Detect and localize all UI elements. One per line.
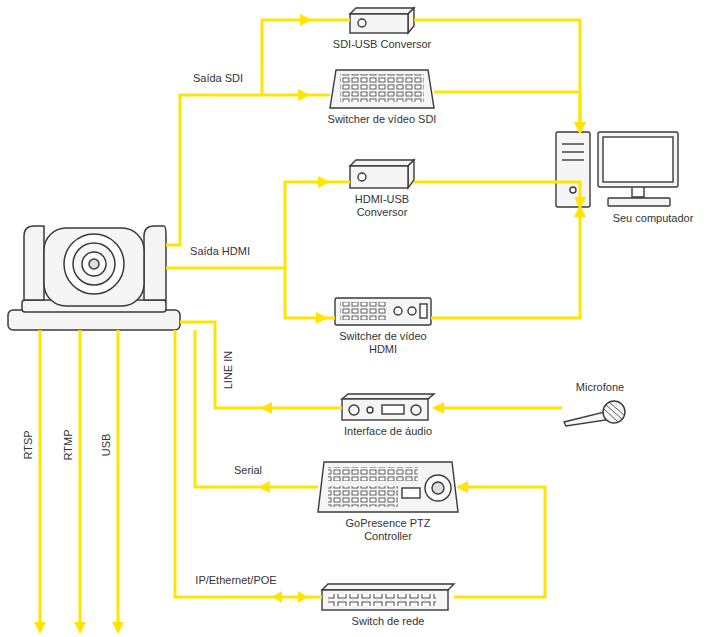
video-switcher [330,70,434,108]
ptz-controller-node: GoPresence PTZ Controller [318,462,458,512]
signal-connector [414,20,580,132]
video-switcher [335,298,431,325]
signal-label: LINE IN [222,349,234,392]
device-label: Seu computador [611,212,696,225]
switcher-node: Switcher de vídeo SDI [330,70,434,108]
signal-label: Serial [232,464,264,476]
converter-box [350,8,414,33]
device-label: Interface de áudio [342,425,434,438]
device-label: Switcher de vídeo HDMI [331,330,435,356]
signal-connector [434,92,580,132]
switcher-node: Switcher de vídeo HDMI [335,298,431,325]
signal-connector [414,182,580,207]
audio-interface-icon [342,394,434,420]
device-label: GoPresence PTZ Controller [331,517,445,543]
audio-interface-node: Interface de áudio [342,394,434,420]
computer-node: Seu computador [556,132,678,207]
network-switch-node: Switch de rede [322,584,454,610]
signal-connector [454,487,545,597]
signal-label: RTSP [22,428,34,461]
arrowhead [34,14,330,634]
device-label: Microfone [574,381,626,394]
signal-label: IP/Ethernet/POE [193,574,278,586]
signal-label: RTMP [62,428,74,463]
signal-label: Saída SDI [191,72,245,84]
converter-box [350,160,414,188]
device-label: Switcher de vídeo SDI [326,113,439,126]
computer-icon [556,132,678,207]
ptz-controller-icon [318,462,458,512]
device-label: Switch de rede [350,615,427,628]
device-label: SDI-USB Conversor [331,38,433,51]
signal-wire [40,20,350,628]
signal-connector [431,207,580,318]
device-label: HDMI-USB Conversor [345,193,419,219]
signal-label: Saída HDMI [188,245,252,257]
signal-label: USB [100,432,112,459]
microphone-icon [564,401,625,426]
signal-connector [434,407,562,410]
ptz-camera [8,226,180,330]
converter-node: SDI-USB Conversor [350,8,414,33]
network-switch-icon [322,584,454,610]
converter-node: HDMI-USB Conversor [350,160,414,188]
microphone-node: Microfone [562,400,626,427]
